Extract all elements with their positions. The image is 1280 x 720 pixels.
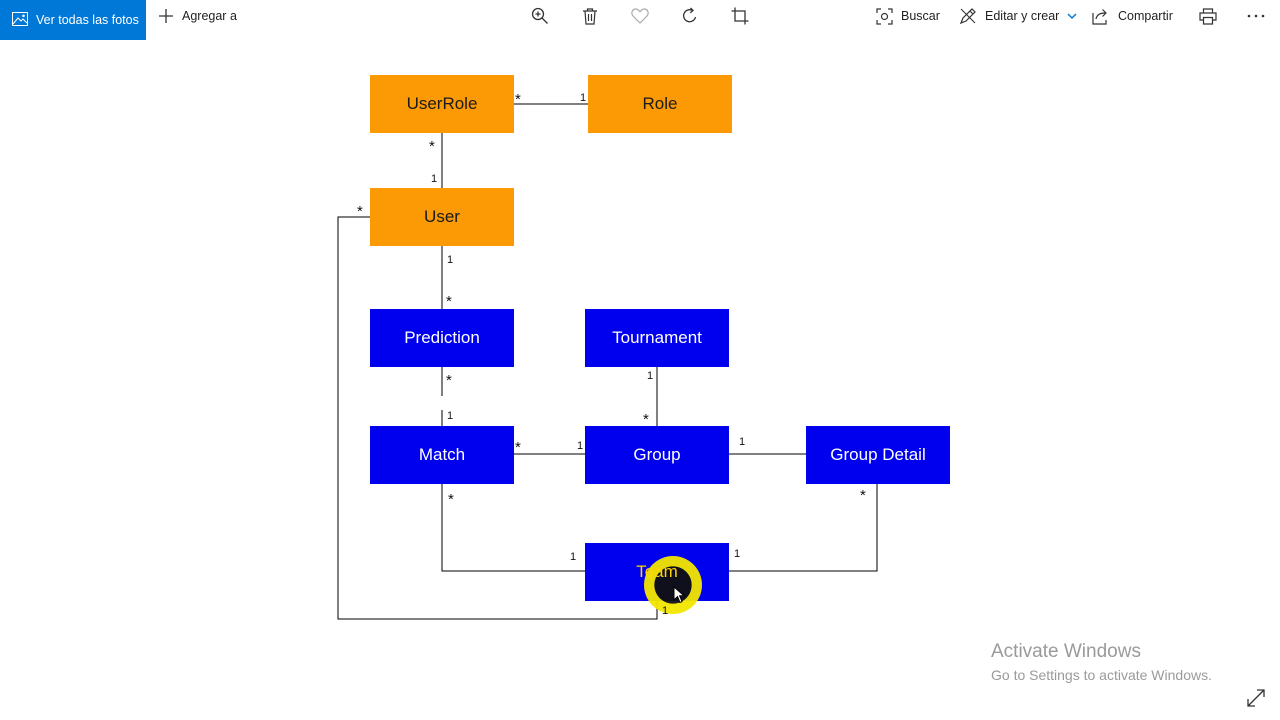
mult-match-group-many: * xyxy=(515,439,521,456)
plus-icon xyxy=(158,8,174,24)
entity-user: User xyxy=(370,188,514,246)
entity-role: Role xyxy=(588,75,732,133)
chevron-down-icon xyxy=(1067,12,1077,20)
mult-match-team-one: 1 xyxy=(570,551,577,563)
delete-button[interactable] xyxy=(578,0,602,32)
entity-tournament-label: Tournament xyxy=(612,328,702,347)
mouse-pointer-icon xyxy=(673,585,686,609)
rotate-button[interactable] xyxy=(678,0,702,32)
share-button[interactable]: Compartir xyxy=(1092,0,1173,32)
mult-user-prediction-one: 1 xyxy=(447,254,454,266)
entity-group-detail: Group Detail xyxy=(806,426,950,484)
crop-button[interactable] xyxy=(728,0,752,32)
entity-user-label: User xyxy=(424,207,460,226)
mult-tournament-group-one: 1 xyxy=(647,370,654,382)
entity-team-label-wrap: Team xyxy=(585,543,729,601)
more-button[interactable] xyxy=(1244,0,1268,32)
share-icon xyxy=(1092,8,1110,25)
all-photos-label: Ver todas las fotos xyxy=(36,13,139,27)
entity-userrole-label: UserRole xyxy=(406,94,478,113)
add-to-label: Agregar a xyxy=(182,9,237,23)
edit-create-button[interactable]: Editar y crear xyxy=(959,0,1077,32)
print-button[interactable] xyxy=(1196,0,1220,32)
mult-prediction-match-one: 1 xyxy=(447,410,454,422)
entity-group-label: Group xyxy=(633,445,681,464)
activation-watermark-subtitle: Go to Settings to activate Windows. xyxy=(991,667,1212,683)
entity-group: Group xyxy=(585,426,729,484)
cursor-highlight xyxy=(644,556,702,614)
entity-match: Match xyxy=(370,426,514,484)
mult-userrole-user-many: * xyxy=(429,138,435,155)
entity-userrole: UserRole xyxy=(370,75,514,133)
more-icon xyxy=(1247,14,1265,18)
entity-group-detail-label: Group Detail xyxy=(830,445,926,464)
search-label: Buscar xyxy=(901,9,940,23)
mult-groupdetail-team-many: * xyxy=(860,487,866,504)
entity-role-label: Role xyxy=(642,94,678,113)
mult-match-team-many: * xyxy=(448,491,454,508)
search-icon xyxy=(876,7,893,25)
mult-groupdetail-team-one: 1 xyxy=(734,548,741,560)
mult-user-team-many: * xyxy=(357,203,363,220)
heart-icon xyxy=(631,8,649,24)
mult-prediction-match-many: * xyxy=(446,372,452,389)
delete-icon xyxy=(582,7,598,25)
entity-prediction-label: Prediction xyxy=(404,328,480,347)
mult-user-prediction-many: * xyxy=(446,293,452,310)
entity-team-label: Team xyxy=(636,562,678,581)
share-label: Compartir xyxy=(1118,9,1173,23)
edit-icon xyxy=(959,7,977,25)
entity-match-label: Match xyxy=(418,445,466,464)
connector-user-team xyxy=(337,216,658,620)
favorite-button[interactable] xyxy=(628,0,652,32)
mult-user-team-one: 1 xyxy=(662,605,669,617)
mult-tournament-group-many: * xyxy=(643,411,649,428)
activation-watermark-title: Activate Windows xyxy=(991,641,1141,662)
image-icon xyxy=(12,11,28,29)
expand-icon[interactable] xyxy=(1246,688,1266,713)
top-toolbar: Ver todas las fotos Agregar a xyxy=(0,0,1280,40)
entity-tournament: Tournament xyxy=(585,309,729,367)
search-button[interactable]: Buscar xyxy=(876,0,940,32)
mult-userrole-role-many: * xyxy=(515,91,521,108)
mult-match-group-one: 1 xyxy=(577,440,584,452)
connector-groupdetail-team xyxy=(728,484,878,572)
zoom-button[interactable] xyxy=(528,0,552,32)
rotate-icon xyxy=(681,7,699,25)
mult-userrole-role-one: 1 xyxy=(580,92,587,104)
print-icon xyxy=(1199,7,1217,25)
all-photos-button[interactable]: Ver todas las fotos xyxy=(0,0,146,40)
mult-userrole-user-one: 1 xyxy=(431,173,438,185)
edit-create-label: Editar y crear xyxy=(985,9,1060,23)
entity-prediction: Prediction xyxy=(370,309,514,367)
crop-icon xyxy=(731,7,749,25)
mult-group-groupdetail-one: 1 xyxy=(739,436,746,448)
connector-match-team xyxy=(441,484,586,572)
add-to-button[interactable]: Agregar a xyxy=(158,0,237,32)
zoom-in-icon xyxy=(531,7,549,25)
